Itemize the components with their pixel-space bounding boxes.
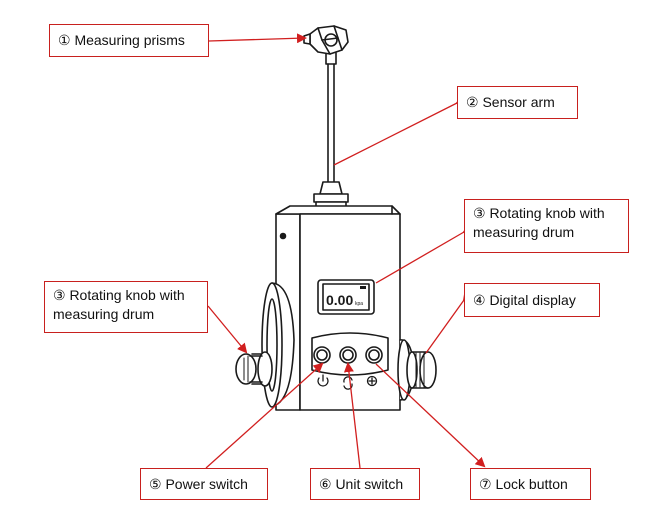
display-reading: 0.00 — [326, 292, 353, 308]
display-unit: kpa — [355, 301, 363, 307]
button-icons — [317, 374, 378, 390]
callout-lock-button: ⑦ Lock button — [470, 468, 591, 500]
callout-rotating-knob-left: ③ Rotating knob with measuring drum — [44, 281, 208, 333]
left-rotating-knob — [235, 351, 273, 387]
tonometer-device-drawing — [235, 25, 437, 411]
unit-swap-icon — [343, 376, 353, 390]
callout-unit-switch: ⑥ Unit switch — [310, 468, 420, 500]
callout-sensor-arm: ② Sensor arm — [457, 86, 578, 119]
callout-arrows — [205, 33, 486, 469]
arrow-rotating-knob-right — [375, 223, 474, 284]
arrow-power-switch — [205, 362, 324, 469]
button-panel — [311, 332, 389, 376]
callout-measuring-prisms: ① Measuring prisms — [49, 24, 209, 57]
callout-rotating-knob-right: ③ Rotating knob with measuring drum — [464, 199, 629, 253]
lock-icon — [366, 375, 378, 387]
arrow-digital-display — [425, 290, 473, 354]
right-rotating-knob — [406, 351, 437, 389]
arrow-measuring-prisms — [208, 33, 307, 44]
arrow-rotating-knob-left — [207, 305, 248, 354]
digital-display-panel — [317, 279, 375, 315]
sensor-arm-rod — [327, 63, 335, 191]
arrow-sensor-arm — [333, 94, 467, 166]
measuring-prism-head — [303, 25, 349, 65]
callout-power-switch: ⑤ Power switch — [140, 468, 268, 500]
power-icon — [317, 374, 329, 387]
arrow-lock-button — [375, 363, 486, 468]
callout-digital-display: ④ Digital display — [464, 283, 600, 317]
arrow-unit-switch — [343, 362, 361, 469]
